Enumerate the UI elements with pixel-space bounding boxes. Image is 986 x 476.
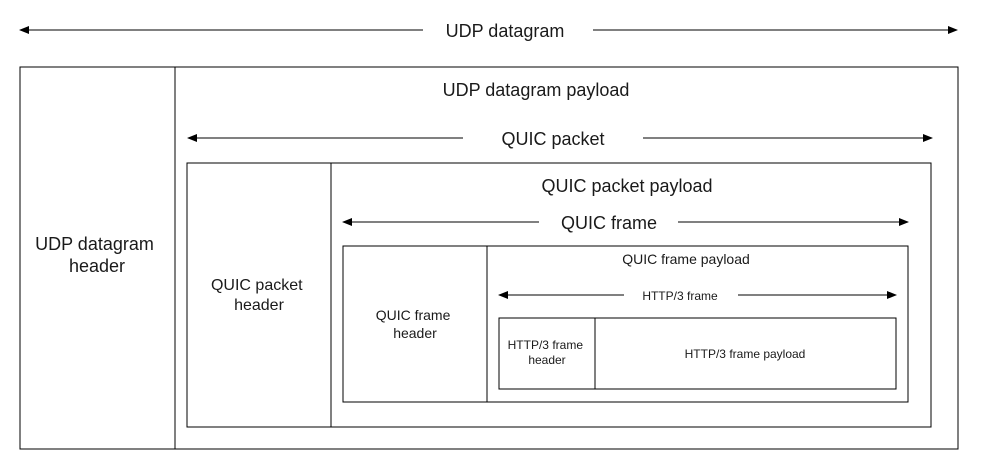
quic-packet-label: QUIC packet [501, 129, 604, 149]
http3-frame-arrow: HTTP/3 frame [498, 289, 897, 303]
http3-frame-payload-label: HTTP/3 frame payload [685, 347, 806, 361]
http3-frame-header-label: HTTP/3 frame header [508, 338, 587, 367]
udp-datagram-header-label: UDP datagram header [35, 234, 159, 276]
quic-frame-arrow: QUIC frame [342, 213, 909, 233]
quic-frame-box [342, 245, 909, 403]
quic-packet-header-label: QUIC packet header [211, 277, 307, 314]
udp-datagram-payload-label: UDP datagram payload [443, 80, 630, 100]
quic-frame-payload-label: QUIC frame payload [622, 251, 750, 267]
quic-packet-arrow: QUIC packet [187, 129, 933, 149]
quic-packet-box [186, 162, 932, 428]
udp-datagram-label: UDP datagram [446, 21, 565, 41]
http3-frame-label: HTTP/3 frame [642, 289, 718, 303]
udp-datagram-box [19, 66, 959, 450]
quic-packet-payload-label: QUIC packet payload [541, 176, 712, 196]
quic-frame-label: QUIC frame [561, 213, 657, 233]
http3-frame-box [498, 317, 897, 390]
udp-datagram-arrow: UDP datagram [19, 21, 958, 41]
quic-frame-header-label: QUIC frame header [376, 307, 455, 341]
